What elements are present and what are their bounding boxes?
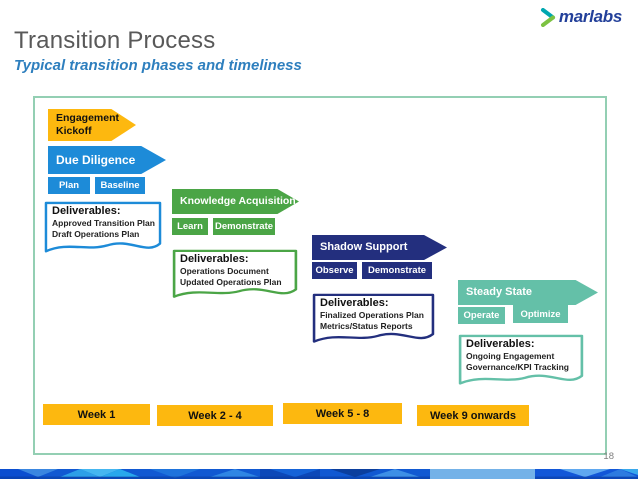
document-shape: [458, 334, 584, 385]
week-label-4: Week 9 onwards: [417, 405, 529, 426]
phase-label-knowledge-acquisition: Knowledge Acquisition: [180, 195, 296, 208]
step-learn: Learn: [172, 218, 208, 235]
deliverables-box-shadow-support: Deliverables: Finalized Operations Plan …: [312, 293, 435, 349]
deliverable-item: Ongoing Engagement: [466, 351, 555, 361]
phase-arrow-shadow-support: Shadow Support: [312, 235, 447, 260]
step-plan: Plan: [48, 177, 90, 194]
week-label-2: Week 2 - 4: [157, 405, 273, 426]
phase-label-steady-state: Steady State: [466, 285, 533, 298]
step-demonstrate: Demonstrate: [213, 218, 275, 235]
deliverable-item: Metrics/Status Reports: [320, 320, 413, 331]
deliverable-item: Updated Operations Plan: [180, 276, 282, 287]
marlabs-chevron-icon: [540, 7, 555, 27]
deliverables-text: Deliverables: Ongoing Engagement Governa…: [466, 338, 580, 372]
document-shape: [44, 201, 162, 253]
phase-arrow-knowledge-acquisition: Knowledge Acquisition: [172, 189, 299, 214]
deliverables-heading: Deliverables:: [52, 205, 121, 217]
deliverable-item: Finalized Operations Plan: [320, 310, 424, 320]
deliverable-item: Governance/KPI Tracking: [466, 361, 569, 372]
document-shape: [312, 293, 435, 343]
step-baseline: Baseline: [95, 177, 145, 194]
week-label-1: Week 1: [43, 404, 150, 425]
step-observe: Observe: [312, 262, 357, 279]
deliverables-box-due-diligence: Deliverables: Approved Transition Plan D…: [44, 201, 162, 259]
deliverable-item: Draft Operations Plan: [52, 228, 140, 239]
deliverables-heading: Deliverables:: [320, 297, 389, 309]
page-number: 18: [603, 451, 614, 462]
deliverables-text: Deliverables: Finalized Operations Plan …: [320, 297, 431, 331]
deliverables-heading: Deliverables:: [466, 338, 535, 350]
step-operate: Operate: [458, 307, 505, 324]
page-subtitle: Typical transition phases and timeliness: [14, 57, 302, 74]
step-demonstrate: Demonstrate: [362, 262, 432, 279]
marlabs-logo: marlabs: [540, 7, 622, 27]
deliverables-box-steady-state: Deliverables: Ongoing Engagement Governa…: [458, 334, 584, 391]
phase-label-engagement-kickoff: Engagement Kickoff: [56, 112, 120, 137]
document-shape: [172, 249, 298, 298]
logo-wordmark: marlabs: [558, 7, 622, 26]
step-optimize: Optimize: [513, 305, 568, 323]
week-label-3: Week 5 - 8: [283, 403, 402, 424]
phase-arrow-due-diligence: Due Diligence: [48, 146, 166, 174]
deliverables-box-knowledge-acquisition: Deliverables: Operations Document Update…: [172, 249, 298, 304]
phase-label-due-diligence: Due Diligence: [56, 152, 136, 167]
deliverables-heading: Deliverables:: [180, 253, 249, 265]
footer-pattern: [0, 469, 638, 479]
deliverables-text: Deliverables: Approved Transition Plan D…: [52, 205, 158, 239]
deliverable-item: Approved Transition Plan: [52, 218, 155, 228]
phase-label-shadow-support: Shadow Support: [320, 240, 408, 253]
deliverable-item: Operations Document: [180, 266, 269, 276]
deliverables-text: Deliverables: Operations Document Update…: [180, 253, 294, 287]
phase-arrow-steady-state: Steady State: [458, 280, 598, 305]
page-title: Transition Process: [14, 27, 216, 54]
